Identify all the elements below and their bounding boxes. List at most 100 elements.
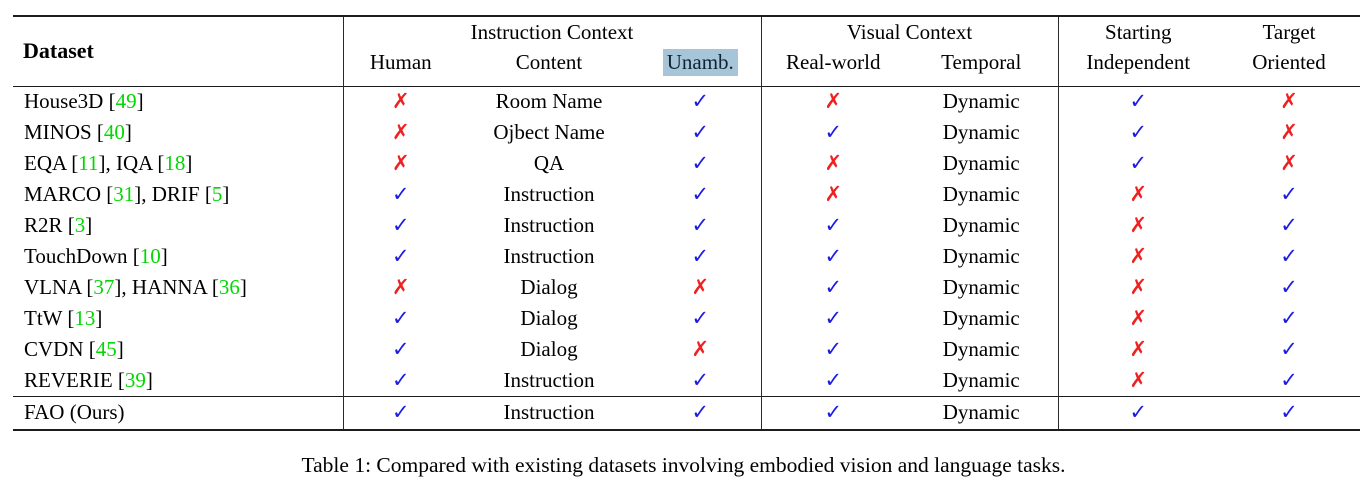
starting-independent-mark-cell: ✗ [1058,272,1218,303]
content-cell: Instruction [503,400,595,425]
citation-link[interactable]: 45 [95,337,117,361]
table-body: House3D [49] ✗ Room Name ✓ ✗ Dynamic ✓ ✗… [13,86,1361,430]
citation-link[interactable]: 31 [113,182,135,206]
unamb-mark-cell: ✓ [640,117,762,148]
realworld-mark: ✓ [824,367,843,392]
dataset-cell: MINOS [40] [13,117,344,148]
unamb-mark-cell: ✗ [640,334,762,365]
dataset-cell: EQA [11], IQA [18] [13,148,344,179]
citation-link[interactable]: 3 [74,213,86,237]
column-header-dataset: Dataset [13,16,344,86]
human-mark-cell: ✓ [343,365,458,396]
dataset-cell: CVDN [45] [13,334,344,365]
target-oriented-mark-cell: ✓ [1218,334,1360,365]
starting-independent-mark-cell: ✗ [1058,334,1218,365]
unamb-mark: ✓ [691,89,710,114]
dataset-name-text: ] [222,182,230,206]
starting-independent-mark: ✓ [1129,120,1148,144]
unamb-mark-cell: ✓ [640,396,762,430]
temporal-cell: Dynamic [905,210,1059,241]
citation-link[interactable]: 11 [78,151,99,175]
realworld-mark: ✗ [824,182,843,206]
column-header-realworld: Real-world [786,50,881,74]
human-mark: ✗ [391,275,410,299]
table-row: MARCO [31], DRIF [5] ✓ Instruction ✓ ✗ D… [13,179,1360,210]
starting-independent-mark-cell: ✗ [1058,303,1218,334]
dataset-name-text: ], DRIF [ [134,182,212,206]
target-oriented-mark: ✗ [1280,120,1298,144]
dataset-cell: VLNA [37], HANNA [36] [13,272,344,303]
target-oriented-mark: ✓ [1280,306,1298,330]
target-oriented-mark-cell: ✓ [1218,179,1360,210]
content-cell: Instruction [503,182,595,206]
realworld-mark-cell: ✓ [761,210,905,241]
citation-link[interactable]: 18 [164,151,186,175]
citation-link[interactable]: 5 [211,182,223,206]
target-oriented-mark-cell: ✗ [1218,86,1360,117]
unamb-mark: ✓ [691,400,710,425]
dataset-name-text: ] [95,306,103,330]
table-row: MINOS [40] ✗ Ojbect Name ✓ ✓ Dynamic ✓ ✗ [13,117,1360,148]
starting-independent-mark: ✓ [1129,89,1148,114]
target-oriented-mark: ✓ [1280,275,1298,299]
temporal-cell: Dynamic [905,179,1059,210]
target-oriented-mark-cell: ✓ [1218,241,1360,272]
temporal-cell: Dynamic [905,117,1059,148]
dataset-cell: TouchDown [10] [13,241,344,272]
dataset-cell: House3D [49] [13,86,344,117]
citation-link[interactable]: 49 [115,89,137,114]
human-mark: ✗ [391,89,410,114]
dataset-name-text: TouchDown [ [24,244,140,268]
dataset-cell: R2R [3] [13,210,344,241]
citation-link[interactable]: 36 [218,275,240,299]
target-oriented-mark: ✓ [1280,400,1298,425]
dataset-cell: TtW [13] [13,303,344,334]
realworld-mark-cell: ✗ [761,148,905,179]
dataset-name-text: ] [239,275,247,299]
dataset-name-text: CVDN [ [24,337,96,361]
human-mark: ✓ [391,337,410,361]
temporal-cell: Dynamic [905,241,1059,272]
starting-independent-mark: ✗ [1129,367,1148,392]
dataset-name-text: R2R [ [24,213,75,237]
starting-independent-mark: ✓ [1129,151,1148,175]
unamb-mark-cell: ✓ [640,365,762,396]
human-mark-cell: ✗ [343,272,458,303]
human-mark-cell: ✗ [343,86,458,117]
citation-link[interactable]: 40 [103,120,125,144]
temporal-cell: Dynamic [905,334,1059,365]
dataset-cell: REVERIE [39] [13,365,344,396]
content-cell: Ojbect Name [493,120,605,144]
dataset-name-text: ] [185,151,193,175]
dataset-name-text: ], IQA [ [98,151,165,175]
citation-link[interactable]: 39 [124,367,146,392]
dataset-name-text: ] [116,337,124,361]
column-header-unamb: Unamb. [640,48,762,86]
citation-link[interactable]: 10 [139,244,161,268]
human-mark: ✓ [391,400,410,425]
unamb-mark: ✓ [691,213,710,237]
citation-link[interactable]: 37 [93,275,115,299]
target-oriented-mark-cell: ✗ [1218,117,1360,148]
table-row: EQA [11], IQA [18] ✗ QA ✓ ✗ Dynamic ✓ ✗ [13,148,1360,179]
dataset-name-text: MINOS [ [24,120,104,144]
dataset-name-text: ] [145,367,153,392]
realworld-mark-cell: ✗ [761,86,905,117]
target-oriented-mark: ✓ [1280,337,1298,361]
realworld-mark-cell: ✓ [761,117,905,148]
realworld-mark-cell: ✓ [761,272,905,303]
starting-independent-mark: ✗ [1129,337,1148,361]
citation-link[interactable]: 13 [74,306,96,330]
realworld-mark-cell: ✓ [761,396,905,430]
realworld-mark-cell: ✓ [761,241,905,272]
human-mark: ✗ [391,120,410,144]
realworld-mark-cell: ✓ [761,303,905,334]
target-oriented-mark: ✓ [1280,244,1298,268]
unamb-mark-cell: ✓ [640,303,762,334]
dataset-name-text: ], HANNA [ [114,275,219,299]
unamb-mark: ✓ [691,151,710,175]
dataset-name-text: VLNA [ [24,275,94,299]
starting-independent-mark-cell: ✓ [1058,396,1218,430]
temporal-cell: Dynamic [905,272,1059,303]
realworld-mark-cell: ✓ [761,334,905,365]
